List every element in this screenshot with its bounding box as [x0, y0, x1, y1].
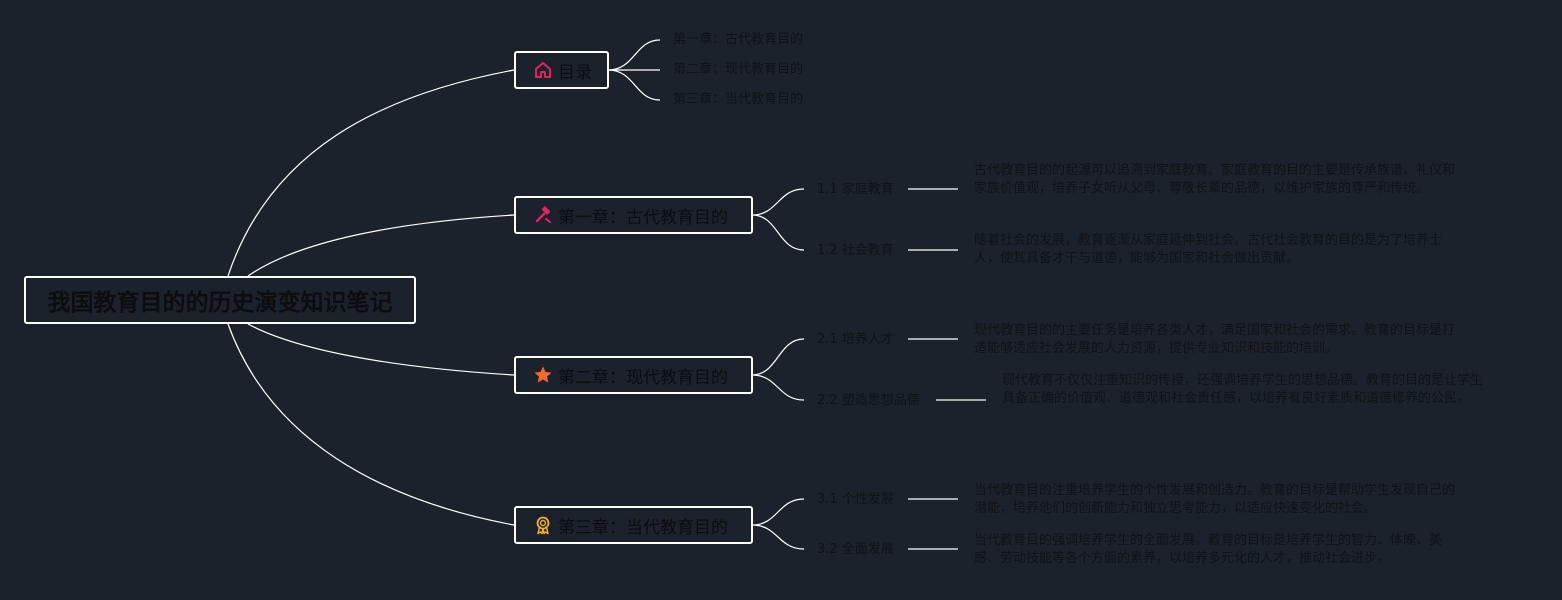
section-2-1-label[interactable]: 2.1 培养人才	[817, 332, 894, 347]
connector-ch1-s1	[751, 188, 805, 216]
hammer-icon	[532, 204, 554, 226]
connector-ch2-s1	[751, 338, 805, 376]
connector-root-ch1	[247, 214, 515, 277]
award-ribbon-icon	[532, 514, 554, 536]
toc-title: 目录	[558, 62, 592, 83]
connector-ch3-s2	[751, 524, 805, 550]
chapter-3-topic[interactable]: 第三章：当代教育目的	[514, 506, 753, 544]
section-3-2-label[interactable]: 3.2 全面发展	[817, 542, 894, 557]
section-1-1-label[interactable]: 1.1 家庭教育	[817, 182, 894, 197]
section-1-1-text: 古代教育目的的起源可以追溯到家庭教育。家庭教育的目的主要是传承族谱、礼仪和家族价…	[974, 163, 1456, 196]
section-1-2-text: 随着社会的发展，教育逐渐从家庭延伸到社会。古代社会教育的目的是为了培养士人，使其…	[974, 233, 1443, 266]
toc-topic[interactable]: 目录	[514, 51, 609, 89]
chapter-1-title: 第一章：古代教育目的	[558, 207, 728, 228]
root-title: 我国教育目的的历史演变知识笔记	[47, 290, 393, 316]
connector-toc-1	[607, 39, 661, 71]
chapter-1-topic[interactable]: 第一章：古代教育目的	[514, 196, 753, 234]
root-topic[interactable]: 我国教育目的的历史演变知识笔记	[24, 276, 416, 324]
connector-root-ch3	[227, 323, 515, 526]
chapter-3-title: 第三章：当代教育目的	[558, 517, 728, 538]
connector-ch1-s2	[751, 214, 805, 251]
home-icon	[532, 59, 554, 81]
section-3-1-text: 当代教育目的注重培养学生的个性发展和创造力。教育的目标是帮助学生发现自己的潜能，…	[974, 483, 1456, 516]
toc-item-3[interactable]: 第三章：当代教育目的	[673, 92, 804, 107]
section-3-2-text: 当代教育目的强调培养学生的全面发展。教育的目标是培养学生的智力、体魄、美感、劳动…	[974, 533, 1443, 566]
section-2-2-text: 现代教育不仅仅注重知识的传授，还强调培养学生的思想品德。教育的目的是让学生具备正…	[1002, 373, 1484, 406]
connector-ch2-s2	[751, 374, 805, 401]
connector-root-ch2	[247, 323, 515, 376]
chapter-2-topic[interactable]: 第二章：现代教育目的	[514, 356, 753, 394]
section-3-1-label[interactable]: 3.1 个性发展	[817, 492, 894, 507]
toc-item-1[interactable]: 第一章：古代教育目的	[673, 32, 804, 47]
section-1-2-label[interactable]: 1.2 社会教育	[817, 243, 894, 258]
connector-toc-3	[607, 69, 661, 101]
section-2-1-text: 现代教育目的的主要任务是培养各类人才，满足国家和社会的需求。教育的目标是打造能够…	[974, 323, 1456, 356]
section-2-2-label[interactable]: 2.2 塑造思想品德	[817, 393, 920, 408]
connector-root-toc	[227, 69, 515, 277]
chapter-2-title: 第二章：现代教育目的	[558, 367, 728, 388]
star-icon	[532, 364, 554, 386]
toc-item-2[interactable]: 第二章：现代教育目的	[673, 62, 804, 77]
connector-ch3-s1	[751, 498, 805, 526]
